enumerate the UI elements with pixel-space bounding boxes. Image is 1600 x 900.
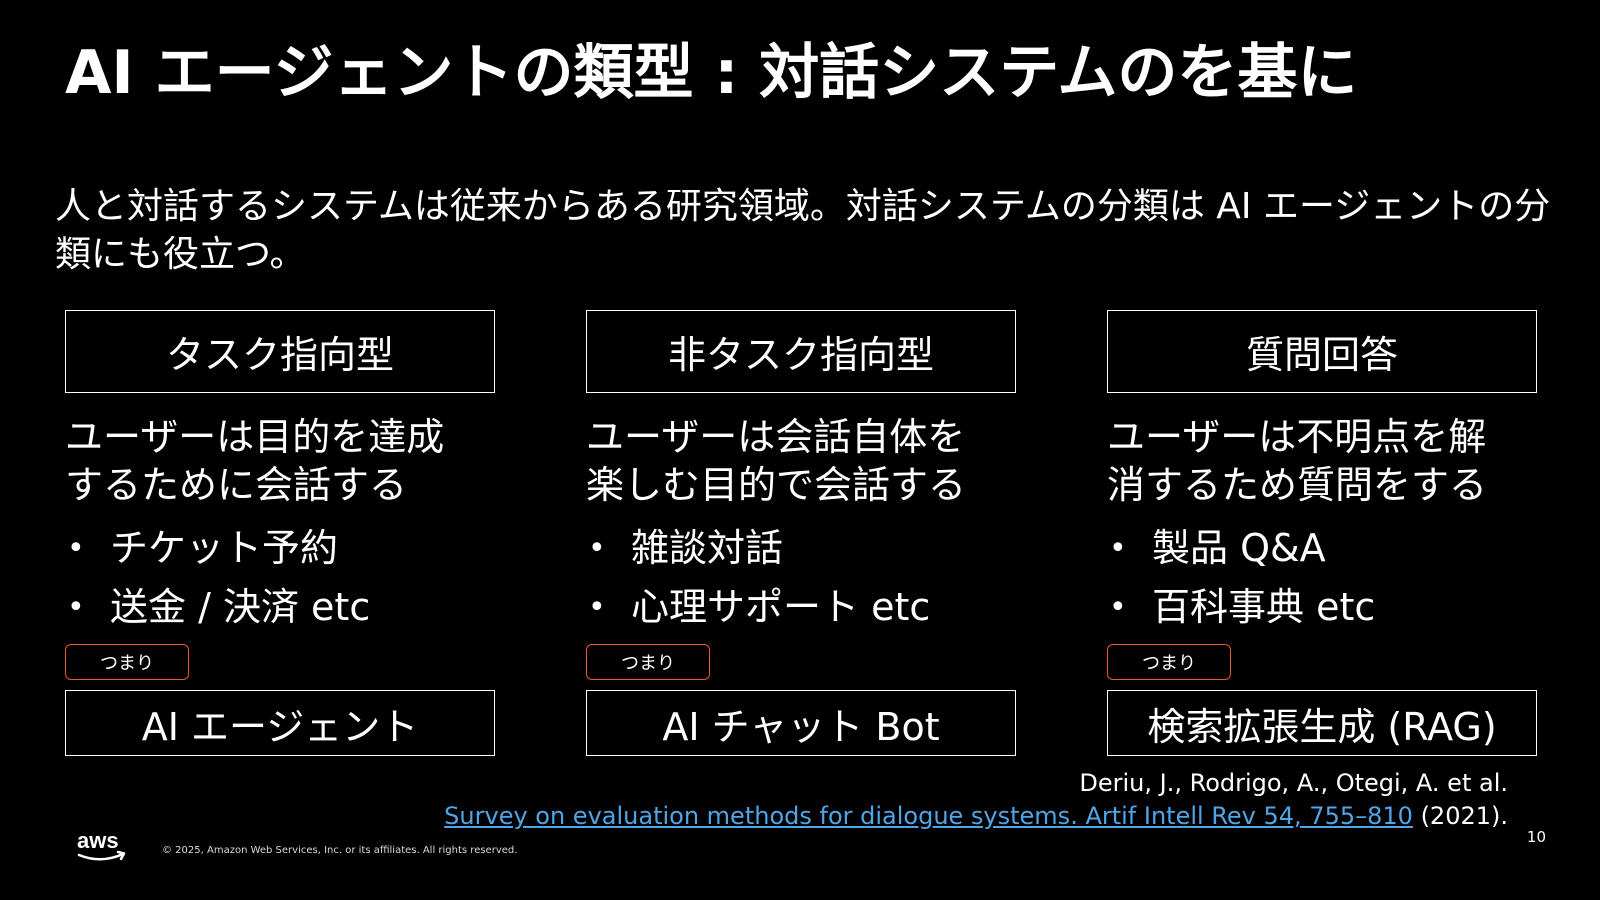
copyright-text: © 2025, Amazon Web Services, Inc. or its… xyxy=(162,845,518,856)
result-box: AI エージェント xyxy=(65,690,495,756)
column-heading: 質問回答 xyxy=(1107,310,1537,393)
column-heading: 非タスク指向型 xyxy=(586,310,1016,393)
result-box: AI チャット Bot xyxy=(586,690,1016,756)
citation-source: Survey on evaluation methods for dialogu… xyxy=(444,800,1508,833)
tsumari-tag: つまり xyxy=(1107,644,1231,680)
column-task-oriented: タスク指向型 ユーザーは目的を達成 するために会話する チケット予約 送金 / … xyxy=(65,310,495,756)
tsumari-tag: つまり xyxy=(65,644,189,680)
description-line: 消するため質問をする xyxy=(1107,463,1488,507)
example-list: 雑談対話 心理サポート etc xyxy=(586,519,1016,637)
list-item: 心理サポート etc xyxy=(586,578,1016,637)
column-description: ユーザーは不明点を解 消するため質問をする xyxy=(1107,413,1537,509)
column-description: ユーザーは目的を達成 するために会話する xyxy=(65,413,495,509)
result-box: 検索拡張生成 (RAG) xyxy=(1107,690,1537,756)
description-line: ユーザーは目的を達成 xyxy=(65,415,445,459)
description-line: するために会話する xyxy=(65,463,408,507)
column-heading: タスク指向型 xyxy=(65,310,495,393)
example-list: 製品 Q&A 百科事典 etc xyxy=(1107,519,1537,637)
citation-authors: Deriu, J., Rodrigo, A., Otegi, A. et al. xyxy=(1079,769,1508,797)
citation-link[interactable]: Survey on evaluation methods for dialogu… xyxy=(444,802,1413,830)
tsumari-tag: つまり xyxy=(586,644,710,680)
list-item: 百科事典 etc xyxy=(1107,578,1537,637)
slide-title: AI エージェントの類型 : 対話システムのを基に xyxy=(65,38,1358,108)
list-item: チケット予約 xyxy=(65,519,495,578)
column-non-task-oriented: 非タスク指向型 ユーザーは会話自体を 楽しむ目的で会話する 雑談対話 心理サポー… xyxy=(586,310,1016,756)
description-line: ユーザーは不明点を解 xyxy=(1107,415,1487,459)
intro-text: 人と対話するシステムは従来からある研究領域。対話システムの分類は AI エージェ… xyxy=(55,186,1551,275)
citation: Deriu, J., Rodrigo, A., Otegi, A. et al.… xyxy=(444,767,1508,833)
description-line: 楽しむ目的で会話する xyxy=(586,463,967,507)
list-item: 雑談対話 xyxy=(586,519,1016,578)
list-item: 送金 / 決済 etc xyxy=(65,578,495,637)
description-line: ユーザーは会話自体を xyxy=(586,415,966,459)
page-number: 10 xyxy=(1526,828,1546,846)
aws-logo-icon: aws xyxy=(77,828,126,861)
aws-logo-text: aws xyxy=(77,828,119,853)
column-description: ユーザーは会話自体を 楽しむ目的で会話する xyxy=(586,413,1016,509)
example-list: チケット予約 送金 / 決済 etc xyxy=(65,519,495,637)
column-question-answering: 質問回答 ユーザーは不明点を解 消するため質問をする 製品 Q&A 百科事典 e… xyxy=(1107,310,1537,756)
list-item: 製品 Q&A xyxy=(1107,519,1537,578)
citation-year: (2021). xyxy=(1412,802,1508,830)
